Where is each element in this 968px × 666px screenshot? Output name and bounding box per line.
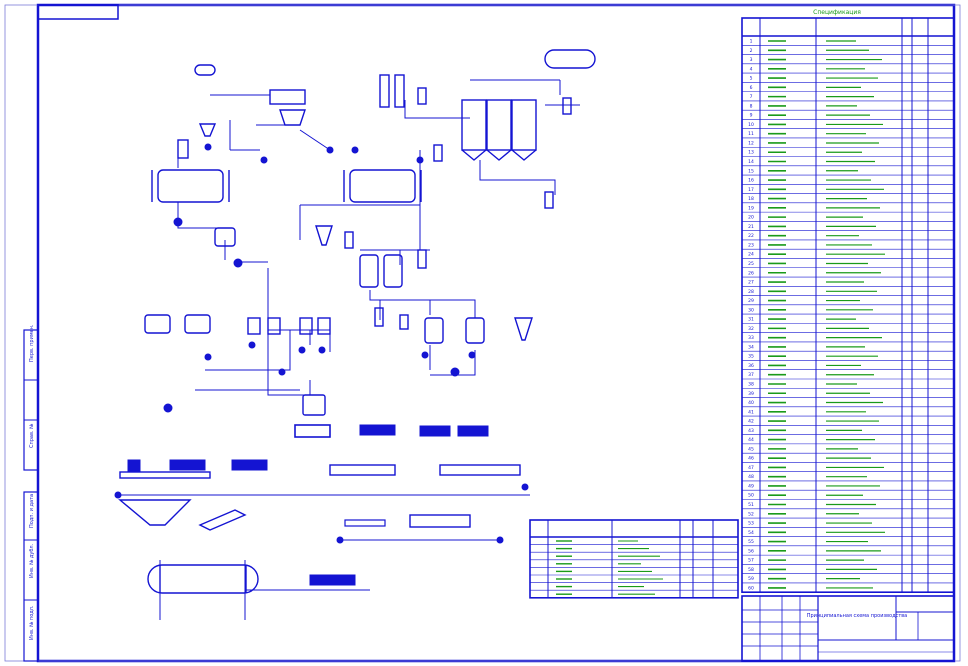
specification-title: Спецификация (813, 9, 861, 16)
spec-row-number: 2 (750, 48, 753, 54)
spec-row-number: 51 (748, 502, 754, 508)
title-block-caption: Принципиальная схема производства (807, 613, 908, 619)
svg-text:Перв. примен.: Перв. примен. (29, 324, 35, 362)
spec-row-number: 9 (750, 113, 753, 119)
spec-row-number: 21 (748, 224, 754, 230)
spec-row-number: 34 (748, 344, 754, 350)
spec-row-number: 19 (748, 205, 754, 211)
spec-row-number: 15 (748, 168, 754, 174)
spec-row-number: 42 (748, 419, 754, 425)
process-lines (115, 79, 580, 620)
spec-row-number: 37 (748, 372, 754, 378)
title-block (741, 595, 955, 662)
spec-row-number: 14 (748, 159, 754, 165)
spec-row-number: 55 (748, 539, 754, 545)
spec-row-number: 46 (748, 456, 754, 462)
spec-row-number: 32 (748, 326, 754, 332)
binding-strip-labels: Перв. примен. Справ. № Подп. и дата Инв.… (29, 324, 35, 640)
spec-row-number: 57 (748, 558, 754, 564)
spec-row-number: 52 (748, 511, 754, 517)
spec-row-number: 29 (748, 298, 754, 304)
spec-row-number: 45 (748, 446, 754, 452)
spec-row-number: 54 (748, 530, 754, 536)
spec-row-number: 5 (750, 76, 753, 82)
spec-row-number: 39 (748, 391, 754, 397)
spec-row-number: 4 (750, 66, 753, 72)
spec-row-number: 22 (748, 233, 754, 239)
spec-row-number: 33 (748, 335, 754, 341)
spec-row-number: 38 (748, 381, 754, 387)
spec-row-number: 41 (748, 409, 754, 415)
spec-row-number: 44 (748, 437, 754, 443)
spec-row-number: 23 (748, 242, 754, 248)
spec-row-number: 30 (748, 307, 754, 313)
spec-row-number: 53 (748, 521, 754, 527)
spec-row-number: 58 (748, 567, 754, 573)
spec-row-number: 1 (750, 39, 753, 45)
spec-row-number: 6 (750, 85, 753, 91)
spec-row-number: 50 (748, 493, 754, 499)
spec-row-number: 60 (748, 585, 754, 591)
spec-row-number: 43 (748, 428, 754, 434)
spec-row-number: 36 (748, 363, 754, 369)
spec-row-number: 20 (748, 215, 754, 221)
spec-row-number: 31 (748, 317, 754, 323)
spec-row-number: 59 (748, 576, 754, 582)
spec-row-number: 49 (748, 483, 754, 489)
spec-row-number: 27 (748, 280, 754, 286)
spec-row-number: 40 (748, 400, 754, 406)
spec-row-number: 56 (748, 548, 754, 554)
spec-row-number: 47 (748, 465, 754, 471)
svg-text:Инв. № подл.: Инв. № подл. (29, 605, 35, 640)
spec-row-number: 12 (748, 140, 754, 146)
svg-text:Инв. № дубл.: Инв. № дубл. (29, 543, 35, 578)
svg-text:Справ. №: Справ. № (29, 423, 35, 448)
spec-row-number: 10 (748, 122, 754, 128)
equipment-machines (118, 64, 521, 586)
specification-table: 1234567891011121314151617181920212223242… (741, 17, 955, 594)
spec-row-number: 24 (748, 252, 754, 258)
spec-row-number: 8 (750, 103, 753, 109)
equipment-table (529, 519, 739, 599)
spec-row-number: 35 (748, 354, 754, 360)
spec-row-number: 17 (748, 187, 754, 193)
spec-row-number: 28 (748, 289, 754, 295)
spec-row-number: 7 (750, 94, 753, 100)
spec-row-number: 25 (748, 261, 754, 267)
spec-row-number: 13 (748, 150, 754, 156)
svg-text:Подп. и дата: Подп. и дата (29, 494, 35, 528)
spec-row-number: 3 (750, 57, 753, 63)
spec-row-number: 16 (748, 178, 754, 184)
equipment-vessels (144, 49, 596, 594)
spec-row-number: 11 (748, 131, 754, 137)
pumps (114, 143, 529, 544)
spec-row-number: 26 (748, 270, 754, 276)
spec-row-number: 18 (748, 196, 754, 202)
spec-row-number: 48 (748, 474, 754, 480)
